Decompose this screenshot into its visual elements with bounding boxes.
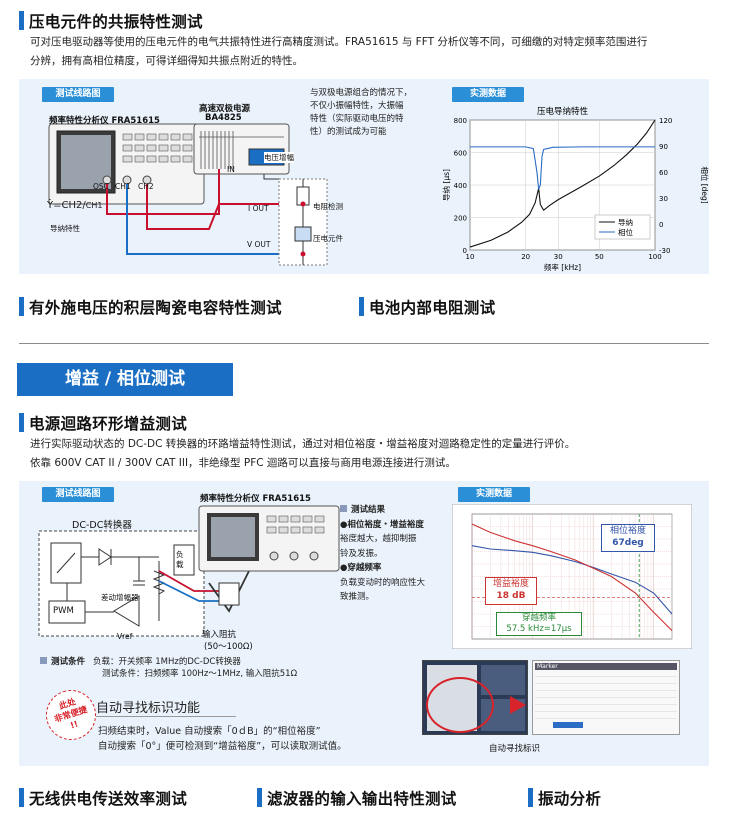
section-title-piezo: 压电元件的共振特性测试: [29, 13, 203, 31]
pwm-label: PWM: [53, 606, 74, 616]
y-tick-label: 400: [454, 182, 467, 190]
x-tick-label: 30: [554, 253, 563, 261]
arrow-icon: [510, 696, 526, 714]
result-cross: ●穿越频率: [340, 563, 382, 573]
x-tick-label: 20: [521, 253, 530, 261]
auto-caption: 自动寻找标识: [489, 744, 541, 754]
section-bar: [359, 297, 364, 316]
loop-circuit-tag: 测试线路图: [42, 487, 114, 502]
legend-label-admittance: 导纳: [618, 217, 633, 227]
loop-fra-label: 频率特性分析仪 FRA51615: [200, 494, 311, 504]
y-tick-label: 200: [454, 215, 467, 223]
series-line-1: [471, 523, 673, 632]
section-title-mlcc: 有外施电压的积层陶瓷电容特性测试: [29, 299, 282, 317]
section-bar: [257, 788, 262, 807]
y2-tick-label: 30: [659, 195, 668, 203]
y-tick-label: 0: [463, 247, 467, 255]
x-tick-label: 10: [466, 253, 475, 261]
piezo-label: 压电元件: [313, 234, 343, 243]
amp-label-2: BA4825: [205, 113, 242, 123]
section-bar: [19, 788, 24, 807]
y2-tick-label: 120: [659, 117, 672, 125]
y2-tick-label: 90: [659, 143, 668, 151]
screen-highlight-circle: [426, 677, 494, 733]
crossover-box: 穿越频率 57.5 kHz=17μs: [496, 612, 582, 636]
loop-circuit-diagram: [38, 505, 340, 637]
series-line-phase: [470, 146, 655, 190]
y2-tick-label: -30: [659, 247, 670, 255]
osc-label: OSC: [93, 182, 109, 191]
amp-channel-label: 电压增幅: [264, 152, 294, 163]
auto-title-rule: [96, 716, 236, 717]
result-margin: ●相位裕度・增益裕度: [340, 519, 424, 530]
piezo-data-tag: 实测数据: [452, 87, 524, 102]
y-tick-label: 800: [454, 117, 467, 125]
section-title-battery: 电池内部电阻测试: [369, 299, 496, 317]
amp-label-1: 高速双极电源: [199, 104, 251, 114]
phase-margin-box: 相位裕度 67deg: [601, 524, 655, 552]
formula-den: CH1: [85, 201, 103, 210]
series-line-0: [471, 545, 673, 615]
piezo-desc-2: 分辨，拥有高相位精度，可得详细得知共振点附近的特性。: [30, 55, 303, 67]
ch1-label: CH1: [115, 182, 131, 191]
section-title-vibration: 振动分析: [538, 790, 602, 808]
formula-num: CH2: [61, 200, 83, 211]
result-head: 测试结果: [351, 505, 386, 515]
chart-title: 压电导纳特性: [537, 106, 589, 117]
y-axis-label: 导纳 [μs]: [441, 169, 451, 201]
x-tick-label: 50: [595, 253, 604, 261]
fra-label: 频率特性分析仪 FRA51615: [49, 116, 160, 126]
y2-tick-label: 60: [659, 169, 668, 177]
loop-data-tag: 实测数据: [458, 487, 530, 502]
input-z-label-2: (50～100Ω): [204, 642, 253, 652]
section-title-wireless: 无线供电传送效率测试: [29, 790, 188, 808]
auto-search-title: 自动寻找标识功能: [96, 701, 201, 716]
y-tick-label: 600: [454, 150, 467, 158]
section-bar: [528, 788, 533, 807]
iout-label: I OUT: [248, 204, 269, 213]
section-bar: [19, 297, 24, 316]
banner-gain-phase: 增益 / 相位测试: [17, 363, 233, 396]
dcdc-label: DC-DC转换器: [72, 520, 132, 531]
loop-desc-1: 进行实际驱动状态的 DC-DC 转换器的环路增益特性测试，通过对相位裕度・增益裕…: [30, 438, 576, 450]
y2-axis-label: 相位 [deg]: [700, 166, 709, 203]
x-tick-label: 100: [648, 253, 661, 261]
section-bar: [19, 413, 24, 432]
marker-highlight: [553, 722, 583, 728]
auto-search-desc: 扫频结束时，Value 自动搜索「0ｄB」的“相位裕度” 自动搜索「0°」便可检…: [98, 726, 347, 752]
section-title-loop-gain: 电源迴路环形增益测试: [29, 415, 188, 433]
loop-desc-2: 依靠 600V CAT II / 300V CAT III，非绝缘型 PFC 迴…: [30, 457, 456, 469]
x-axis-label: 频率 [kHz]: [544, 262, 581, 272]
vout-label: V OUT: [247, 240, 271, 249]
series-line-admittance: [469, 119, 656, 248]
legend-box: [594, 214, 651, 240]
section-bar: [19, 11, 24, 30]
legend-label-phase: 相位: [618, 227, 633, 237]
loop-conditions: 测试条件负载：开关频率 1MHz的DC-DC转换器 测试条件：扫频频率 100H…: [40, 656, 297, 680]
input-z-label-1: 输入阻抗: [202, 630, 237, 640]
marker-table: Marker: [532, 660, 680, 735]
load-label: 负载: [176, 550, 184, 569]
piezo-admittance-chart: 压电导纳特性 0 200 400 600 800 -30 0 30 60 90 120 10 20 30 50…: [441, 106, 709, 272]
amp-in-label: IN: [227, 165, 235, 174]
diff-amp-label: 差动增幅器: [101, 593, 139, 602]
formula-note: 导纳特性: [50, 224, 80, 233]
piezo-desc-1: 可对压电驱动器等使用的压电元件的电气共振特性进行高精度测试。FRA51615 与…: [30, 36, 648, 48]
piezo-circuit-diagram: [48, 123, 328, 266]
piezo-note: 与双极电源组合的情况下， 不仅小振幅特性，大振幅 特性（实际驱动电压的特 性）的…: [310, 88, 413, 137]
y2-tick-label: 0: [659, 221, 663, 229]
loop-result-box: 测试结果 ●相位裕度・增益裕度 裕度越大，越抑制振 铃及发振。 ●穿越频率 负载…: [340, 503, 450, 605]
admittance-formula: Ẏ=CH2/CH1: [47, 200, 103, 211]
resistor-label: 电阻检测: [313, 202, 343, 211]
piezo-circuit-tag: 测试线路图: [42, 87, 114, 102]
divider: [19, 343, 709, 344]
gain-margin-box: 增益裕度 18 dB: [485, 577, 537, 605]
formula-y: Ẏ=: [47, 200, 62, 211]
vref-label: Vref: [117, 632, 133, 641]
ch2-label: CH2: [138, 182, 154, 191]
section-title-filter: 滤波器的输入输出特性测试: [267, 790, 457, 808]
